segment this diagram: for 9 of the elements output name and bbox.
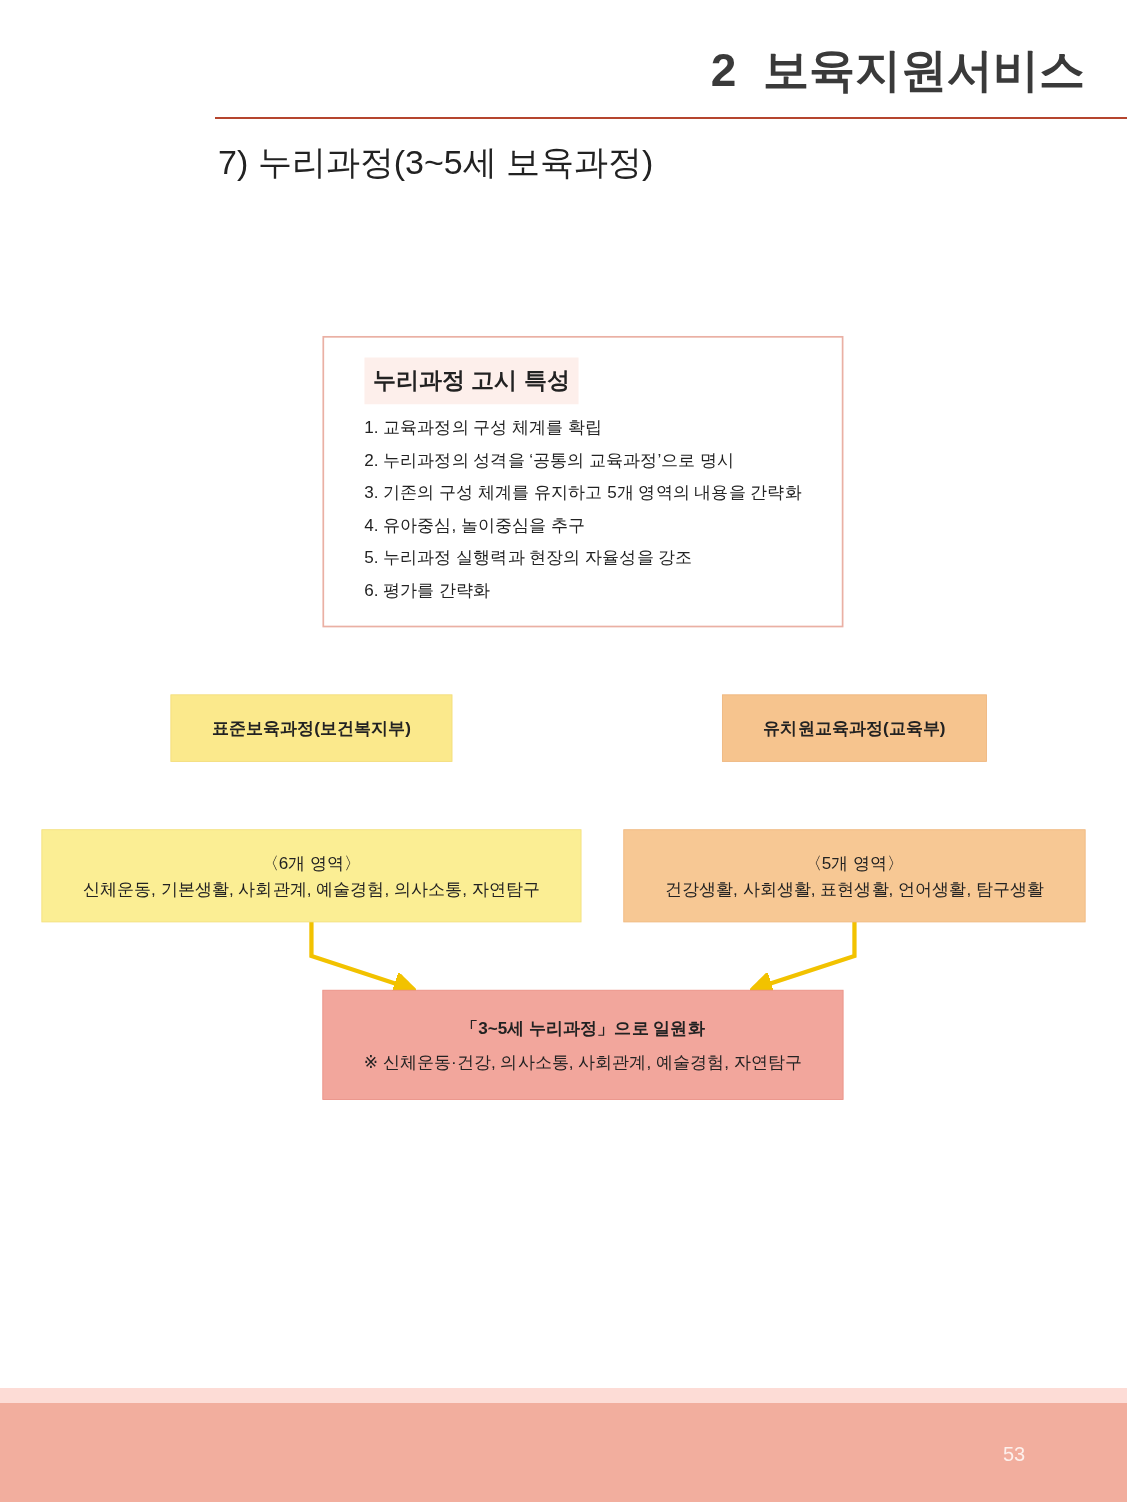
page-title: 2 보육지원서비스 [710, 43, 1085, 98]
header-box: 표준보육과정(보건복지부) [170, 694, 453, 762]
content-box: 〈5개 영역〉 건강생활, 사회생활, 표현생활, 언어생활, 탐구생활 [623, 829, 1086, 923]
header-box: 유치원교육과정(교육부) [722, 694, 987, 762]
result-box: 「3~5세 누리과정」으로 일원화 ※ 신체운동·건강, 의사소통, 사회관계, 예술경험, 자연탐구 [322, 989, 844, 1100]
page-number: 53 [1003, 1443, 1026, 1466]
note-box: 누리과정 고시 특성 1. 교육과정의 구성 체계를 확립 2. 누리과정의 성격을 ‘공통의 교육과정’으로 명시 3. 기존의 구성 체계를 유지하고 5개 영역의 내용을 간략화 4. 유아중심, 놀이중심을 추구 5. 누리과정 실행력과 현장의 자율성을 강조 6. 평가를 간략화 [322, 335, 844, 628]
section-subtitle: 7) 누리과정(3~5세 보육과정) [218, 142, 654, 183]
content-box: 〈6개 영역〉 신체운동, 기본생활, 사회관계, 예술경험, 의사소통, 자연탐구 [41, 829, 582, 923]
